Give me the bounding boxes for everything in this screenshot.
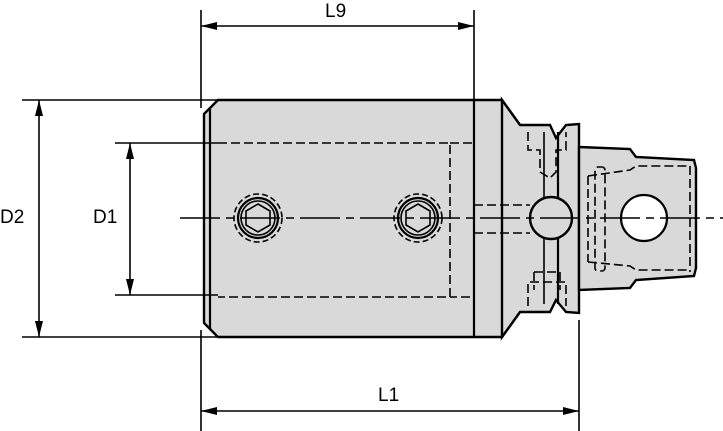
dimension-l9 [200,10,475,108]
label-l9: L9 [325,1,347,22]
label-d1: D1 [93,207,118,228]
label-d2: D2 [0,207,25,228]
dimension-d2 [22,99,218,338]
hidden-bore [218,132,567,306]
dimension-d1 [115,142,218,296]
label-l1: L1 [378,385,400,406]
dimension-l1 [200,320,580,431]
